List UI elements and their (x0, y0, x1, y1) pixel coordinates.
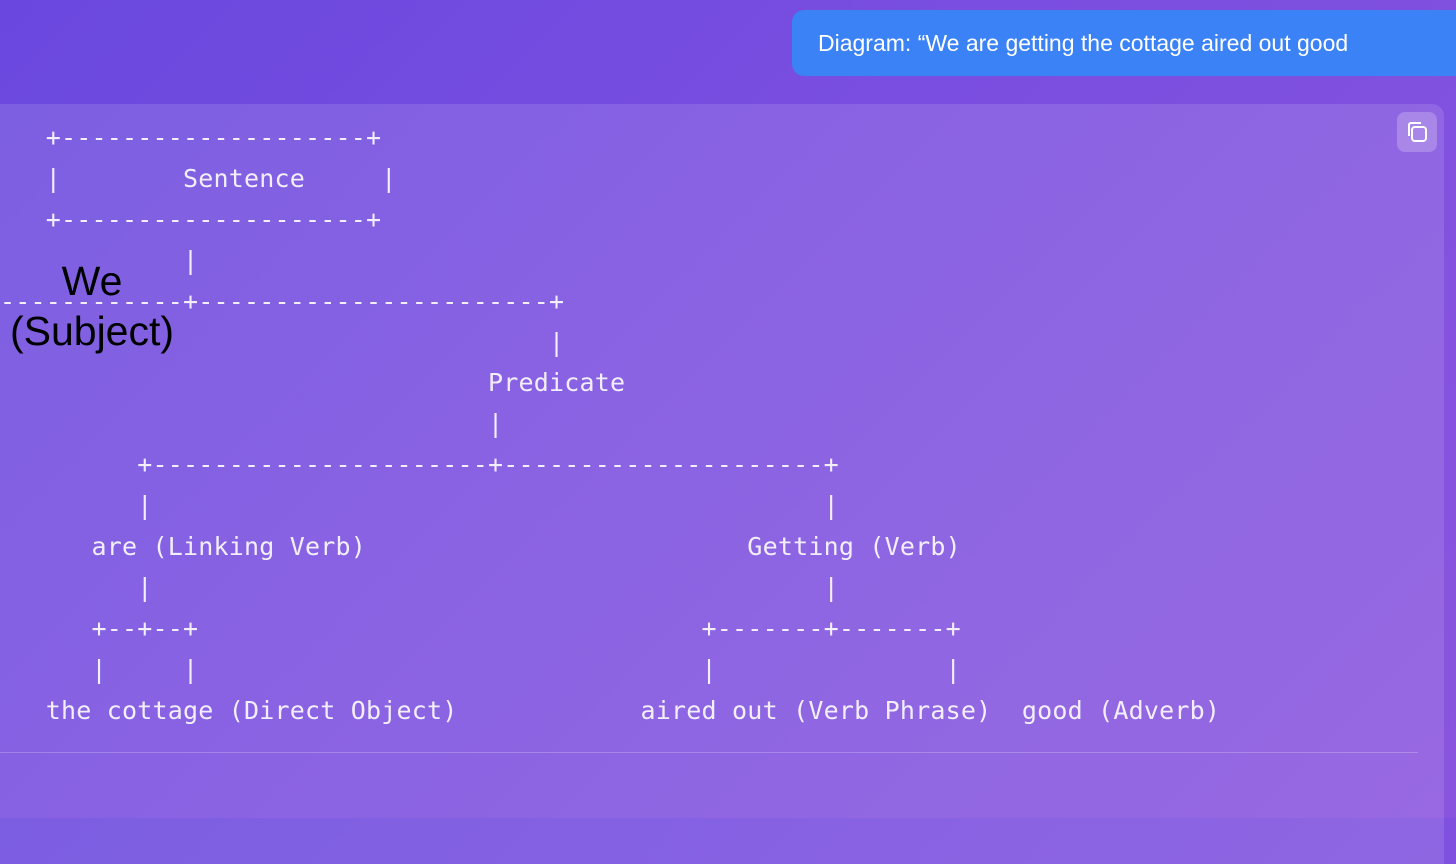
diagram-line: are (Linking Verb) Getting (Verb) (0, 532, 961, 562)
code-block (0, 104, 1444, 864)
diagram-line: +--------------------+ (0, 123, 382, 152)
copy-button[interactable] (1397, 112, 1437, 152)
diagram-line: +----------------------+----------------… (0, 450, 839, 480)
diagram-line: +--+--+ +-------+-------+ (0, 613, 961, 643)
user-message-bubble: Diagram: “We are getting the cottage air… (792, 10, 1456, 76)
code-block-divider (0, 752, 1418, 753)
user-message-text: Diagram: “We are getting the cottage air… (818, 29, 1349, 56)
diagram-line: Predicate (0, 368, 626, 398)
diagram-line: | (0, 409, 504, 439)
subject-label: We (Subject) (2, 256, 182, 356)
diagram-line: ------------+-----------------------+ (0, 286, 565, 316)
diagram-line: the cottage (Direct Object) aired out (V… (0, 695, 1221, 725)
diagram-line: | | (0, 572, 839, 602)
diagram-line: | | (0, 491, 839, 521)
ascii-diagram: +--------------------+ | Sentence | +---… (0, 118, 1220, 732)
subject-role: (Subject) (9, 308, 175, 354)
diagram-line: | (0, 245, 199, 275)
diagram-line: | Sentence | (0, 163, 397, 193)
copy-icon (1408, 122, 1427, 142)
diagram-line: | | | | (0, 654, 961, 684)
subject-word: We (61, 258, 123, 304)
diagram-line: +--------------------+ (0, 204, 382, 234)
diagram-line: | (0, 327, 565, 357)
